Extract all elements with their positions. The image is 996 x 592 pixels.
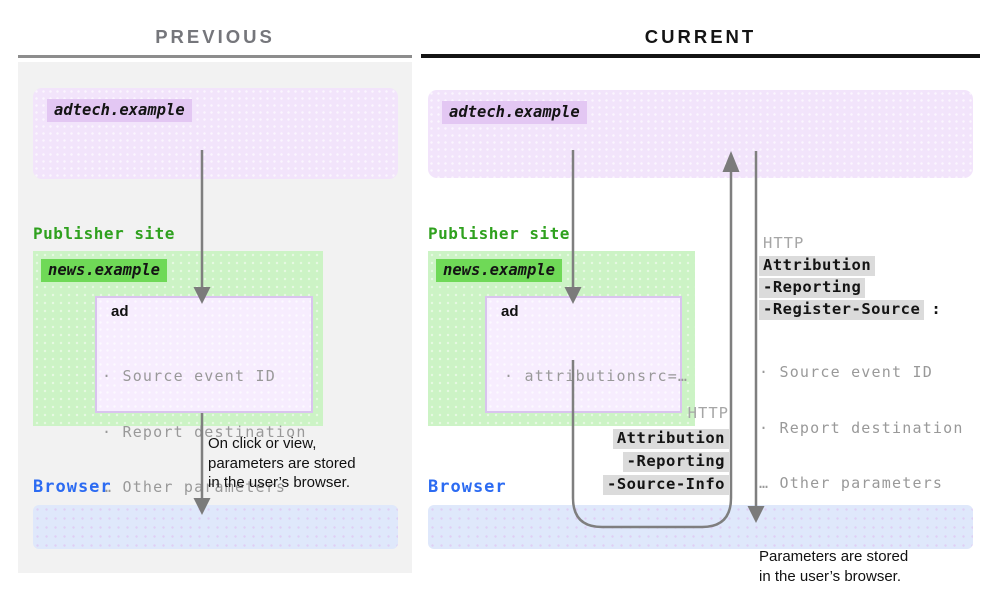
caption-line: On click or view, <box>208 435 317 452</box>
response-header-line: Attribution <box>759 256 876 276</box>
publisher-site-label-previous: Publisher site <box>33 224 175 243</box>
param-line: · Source event ID <box>102 367 276 385</box>
ad-label-previous: ad <box>111 303 129 320</box>
param-line: · Source event ID <box>759 363 933 381</box>
param-line: … Other parameters <box>759 474 944 492</box>
request-headers-stack: HTTP Attribution -Reporting -Source-Info <box>520 404 729 498</box>
param-line: · Report destination <box>102 422 307 441</box>
http-label-request: HTTP <box>687 404 729 422</box>
previous-divider-line <box>18 55 412 58</box>
publisher-site-label-current: Publisher site <box>428 224 570 243</box>
caption-line: in the user’s browser. <box>759 567 902 585</box>
current-title: CURRENT <box>644 26 757 47</box>
request-header-line: -Reporting <box>622 452 729 472</box>
browser-label-current: Browser <box>428 477 507 497</box>
current-divider-line <box>421 54 980 58</box>
ad-label-current: ad <box>501 303 519 320</box>
ad-box-previous: ad · Source event ID · Report destinatio… <box>95 296 313 496</box>
browser-label-previous: Browser <box>33 477 112 497</box>
request-header-line: Attribution <box>612 429 729 449</box>
caption-line: in the user’s browser. <box>208 474 351 491</box>
current-caption: Parameters are stored in the user’s brow… <box>759 547 993 587</box>
ad-box-current: ad · attributionsrc=… <box>485 296 689 413</box>
response-header-line: -Register-Source <box>759 300 925 320</box>
ad-parameters-previous: · Source event ID · Report destination …… <box>102 330 311 534</box>
news-domain-chip-current: news.example <box>436 259 562 282</box>
adtech-domain-chip-current: adtech.example <box>442 101 587 124</box>
previous-title: PREVIOUS <box>155 26 275 47</box>
adtech-box-current: adtech.example <box>428 90 973 178</box>
adtech-domain-chip-previous: adtech.example <box>47 99 192 122</box>
browser-box-previous <box>33 505 398 549</box>
http-label-response: HTTP <box>763 234 805 252</box>
adtech-box-previous: adtech.example <box>33 88 398 179</box>
response-headers-block: HTTP Attribution -Reporting -Register-So… <box>759 234 993 587</box>
request-header-line: -Source-Info <box>603 475 729 495</box>
response-parameters: · Source event ID · Report destination …… <box>759 326 993 530</box>
param-line: · attributionsrc=… <box>504 367 689 385</box>
news-domain-chip-previous: news.example <box>41 259 167 282</box>
caption-line: Parameters are stored <box>759 547 909 565</box>
param-line: · Report destination <box>759 418 964 437</box>
response-header-colon: : <box>931 300 941 318</box>
param-line: … Other parameters <box>102 478 287 496</box>
previous-caption: On click or view, parameters are stored … <box>208 434 356 493</box>
caption-line: parameters are stored <box>208 454 356 472</box>
response-header-line: -Reporting <box>759 278 866 298</box>
